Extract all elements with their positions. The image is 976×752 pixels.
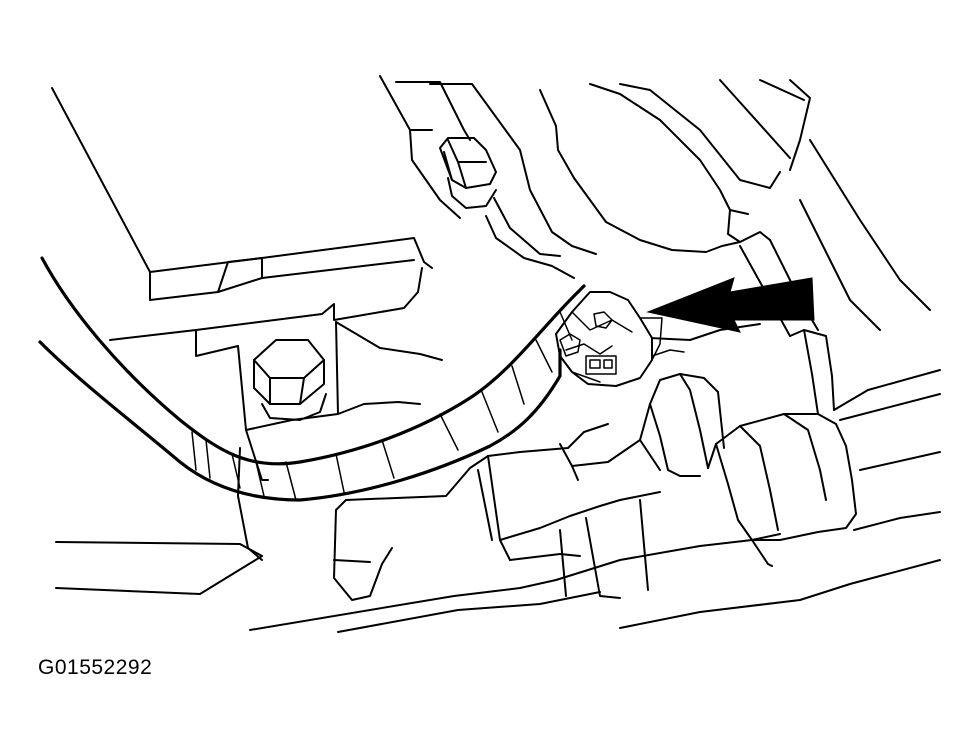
wire-harness xyxy=(38,256,586,502)
engine-block-outline xyxy=(51,75,811,301)
figure-code: G01552292 xyxy=(38,656,153,679)
lower-bolt xyxy=(253,339,327,421)
arrow-left-icon xyxy=(646,277,815,333)
lower-housing xyxy=(249,373,941,633)
right-component xyxy=(649,139,941,567)
mounting-bracket xyxy=(55,267,443,595)
upper-bolt xyxy=(439,137,497,209)
sensor-connector xyxy=(555,291,685,387)
